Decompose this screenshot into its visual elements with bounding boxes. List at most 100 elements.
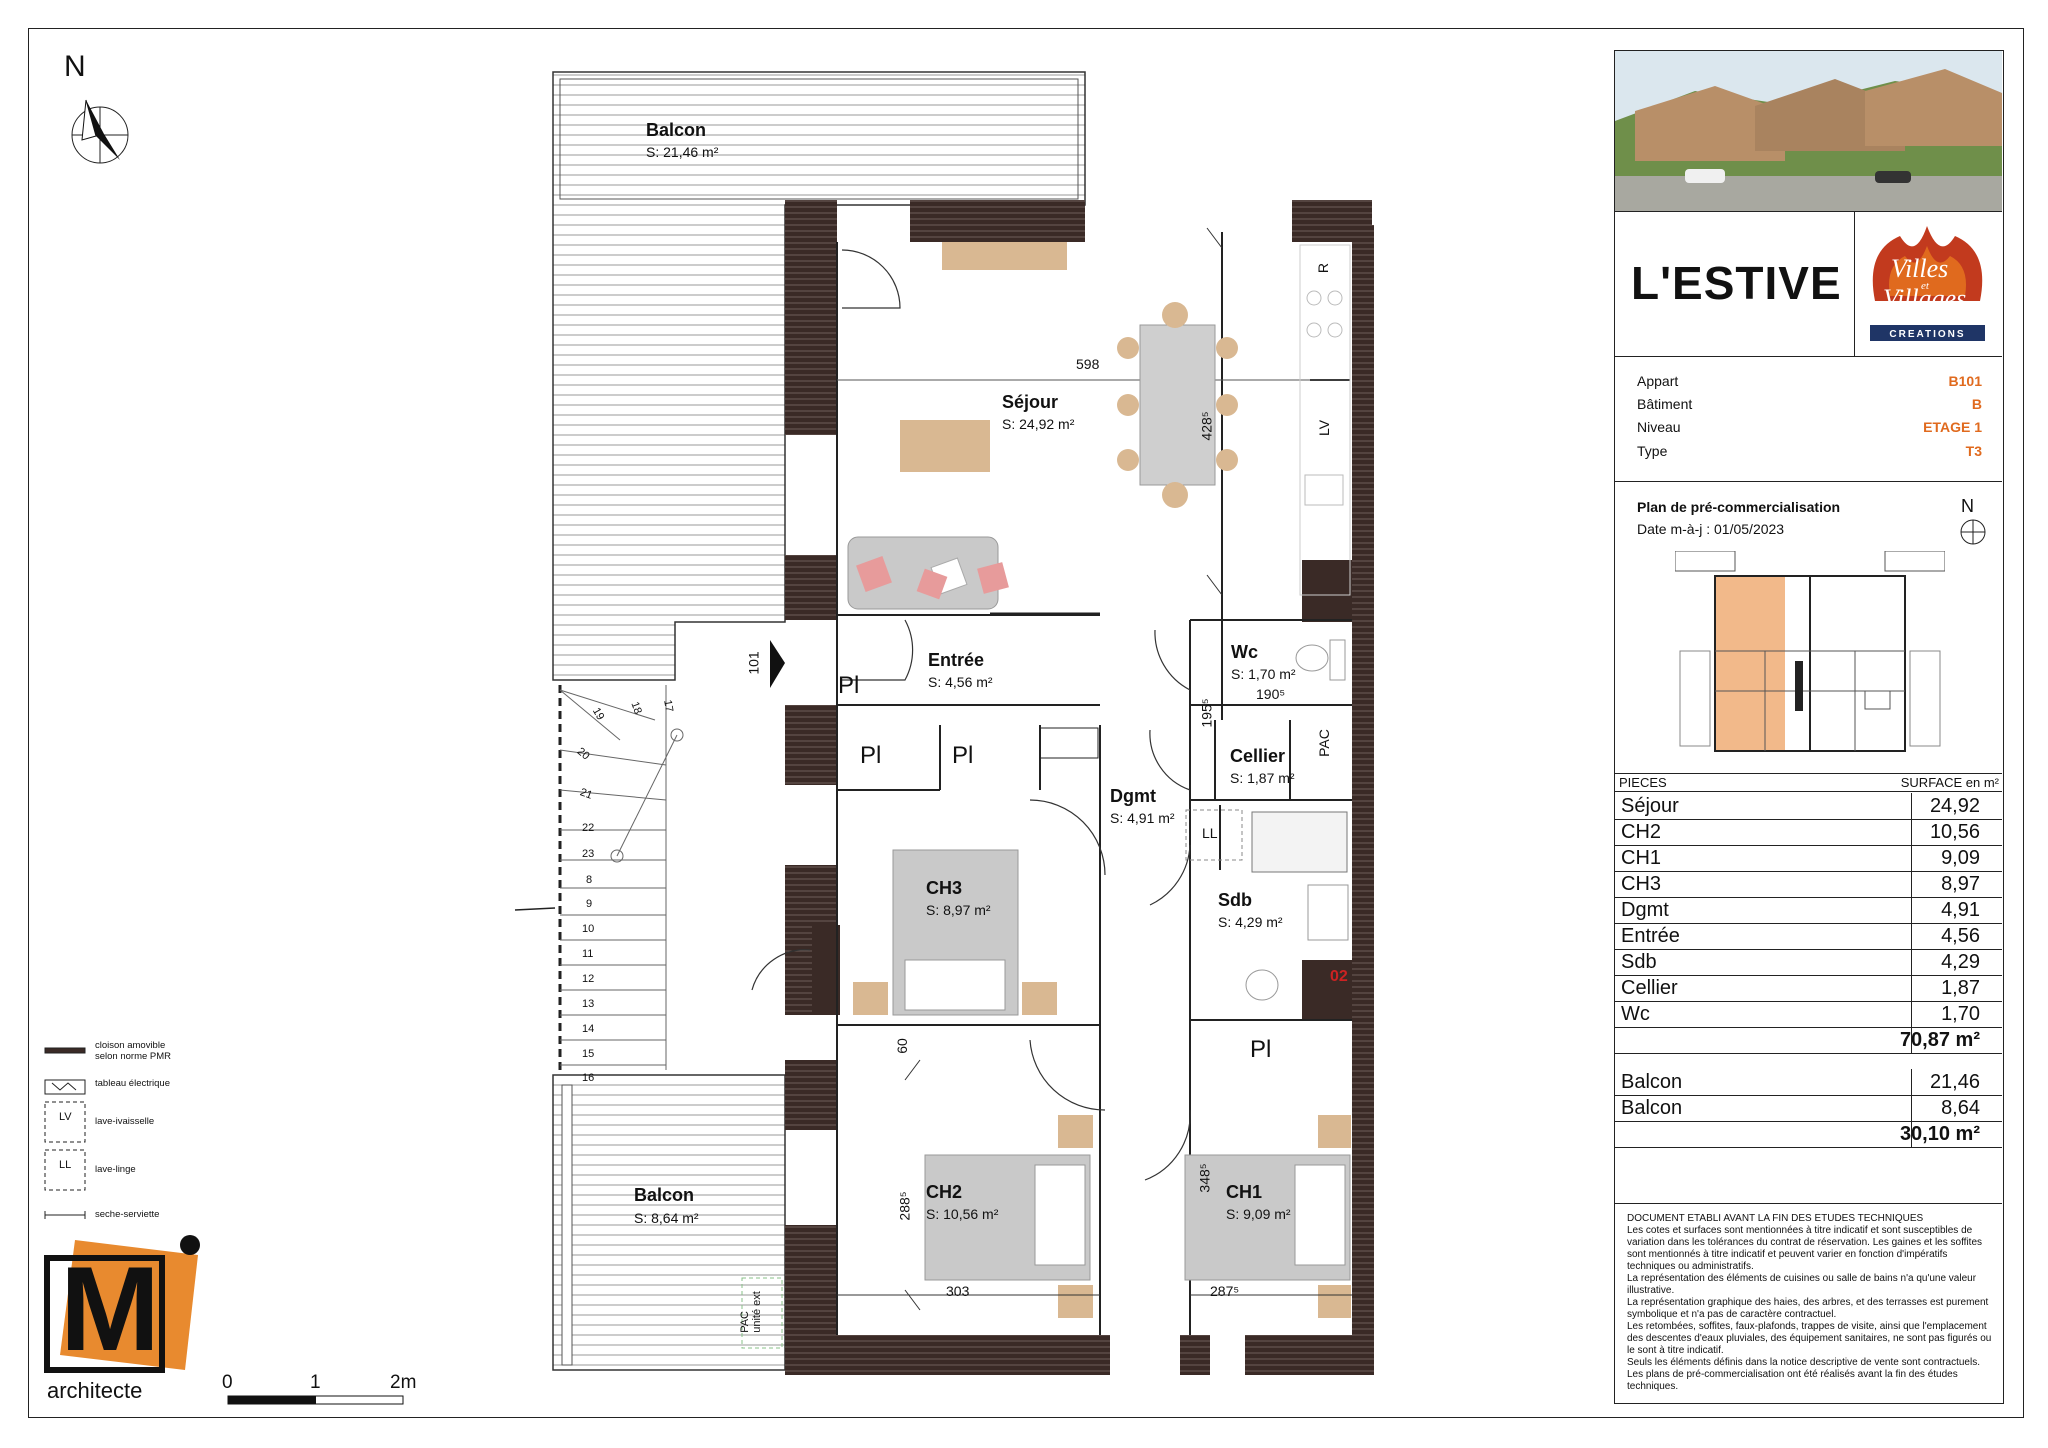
room-name-ch3: CH3 [926,878,963,898]
legend-symbol-ll: LL [59,1159,72,1171]
architect-name: architecte [47,1378,143,1403]
entrance-arrow [770,640,785,688]
piece-name: Entrée [1621,925,1680,947]
dim-60: 60 [893,1038,910,1054]
scale-label-2m: 2m [390,1372,417,1393]
piece-value: 1,70 [1941,1003,1980,1025]
separator [1615,791,2002,792]
legend-text-lv: lave-ivaisselle [95,1116,155,1127]
room-name-cellier: Cellier [1230,746,1286,766]
room-surface-ch1: S: 9,09 m² [1226,1206,1291,1222]
rendering-illustration [1615,51,2002,211]
separator [1615,773,2002,774]
legend-text-ll: lave-linge [95,1164,136,1175]
legend-symbols [44,1047,86,1219]
room-surface-ch3: S: 8,97 m² [926,902,991,918]
furniture [741,242,1351,1349]
interior-walls [836,232,1352,1335]
piece-name: CH2 [1621,821,1662,843]
project-title: L'ESTIVE [1631,257,1842,309]
piece-name: CH1 [1621,847,1662,869]
room-surface-wc: S: 1,70 m² [1231,666,1296,682]
key-plan-diagram [1675,551,1945,752]
dim-3485: 348⁵ [1196,1163,1213,1193]
dimension-lines [837,227,1352,1311]
note-line: La représentation graphique des haies, d… [1627,1297,1989,1320]
dim-1955: 195⁵ [1198,698,1215,728]
room-name-dgmt: Dgmt [1110,786,1156,806]
room-surface-dgmt: S: 4,91 m² [1110,810,1175,826]
placard-ch1: Pl [1250,1036,1272,1063]
piece-value: 70,87 m² [1899,1029,1980,1051]
dim-1905: 190⁵ [1256,686,1286,702]
legend-text-tableau: tableau électrique [95,1078,170,1089]
architect-logo-icon: M [44,1235,200,1376]
doors [751,249,1191,1181]
logo-text-creations: CREATIONS [1889,329,1965,340]
room-surface-entree: S: 4,56 m² [928,674,993,690]
total-interior-row: 70,87 m² [1615,1027,2002,1054]
room-name-balcon-bottom: Balcon [634,1185,695,1205]
room-name-wc: Wc [1231,642,1258,662]
room-surface-sdb: S: 4,29 m² [1218,914,1283,930]
scale-label-1: 1 [310,1372,321,1393]
room-surface-ch2: S: 10,56 m² [926,1206,999,1222]
separator [1615,1203,2002,1204]
project-title-cell: L'ESTIVE [1615,211,1855,357]
logo-text-et: et [1921,280,1930,292]
note-line: DOCUMENT ETABLI AVANT LA FIN DES ETUDES … [1627,1213,1924,1224]
stair-num-13: 13 [582,998,595,1010]
stair-num-12: 12 [582,973,595,985]
balcony-top [552,71,1086,681]
project-rendering-image [1615,51,2002,212]
floor-plan: M [44,71,1374,1405]
disclaimer-notes: DOCUMENT ETABLI AVANT LA FIN DES ETUDES … [1627,1213,1995,1393]
mark-ll: LL [1202,825,1218,841]
mark-lv: LV [1316,419,1333,437]
room-name-balcon-top: Balcon [646,120,707,140]
logo-text-villages: Villages [1883,284,1966,313]
drawing-frame [28,28,2024,1418]
total-balcon-row: 30,10 m² [1615,1121,2002,1148]
piece-value: 4,91 [1941,899,1980,921]
exterior-walls [785,200,1374,1375]
stair-num-23: 23 [582,848,595,860]
stair-num-16: 16 [582,1072,595,1084]
placard-2: Pl [952,742,974,769]
balcony-bottom [552,1074,786,1371]
stair-num-10: 10 [582,923,595,935]
piece-name: Dgmt [1621,899,1669,921]
plan-date: Date m-à-j : 01/05/2023 [1637,521,1785,537]
note-line: La représentation des éléments de cuisin… [1627,1273,1977,1296]
piece-value: 21,46 [1929,1071,1980,1093]
room-name-ch2: CH2 [926,1182,963,1202]
stair-num-14: 14 [582,1023,595,1035]
room-surface-cellier: S: 1,87 m² [1230,770,1295,786]
stair-num-22: 22 [582,822,595,834]
dim-101: 101 [745,651,762,675]
title-block: L'ESTIVE Villes et Villages CREATIONS Ap… [1614,50,2004,1404]
stair-num-9: 9 [586,898,593,910]
scale-bar [227,1395,404,1405]
piece-value: 1,87 [1941,977,1980,999]
room-name-sejour: Séjour [1002,392,1059,412]
piece-name: Sdb [1621,951,1657,973]
stair-num-17: 17 [661,698,676,714]
pieces-header: PIECES [1619,775,1667,790]
logo-text-villes: Villes [1891,254,1948,283]
piece-value: 30,10 m² [1899,1123,1980,1145]
note-line: Les retombées, soffites, faux-plafonds, … [1627,1321,1992,1356]
room-surface-balcon-top: S: 21,46 m² [646,144,719,160]
piece-name: Balcon [1621,1097,1683,1119]
piece-value: 8,64 [1941,1097,1980,1119]
